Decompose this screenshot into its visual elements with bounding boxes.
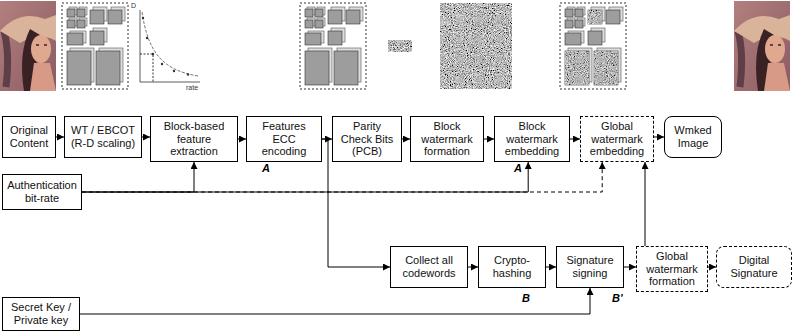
box-label: Global watermark formation	[640, 250, 704, 288]
watermarked-photo	[734, 1, 790, 91]
box-label: WT / EBCOT (R-D scaling)	[68, 124, 138, 149]
flow-arrow	[654, 137, 664, 138]
box-label: Authentication bit-rate	[6, 179, 78, 204]
flow-arrow	[402, 139, 410, 140]
input-box: Authentication bit-rate	[2, 174, 82, 210]
original-photo	[0, 1, 56, 91]
output-box: Wmked Image	[664, 116, 722, 158]
output-box: Digital Signature	[716, 246, 792, 288]
box-label: Features ECC encoding	[250, 120, 318, 158]
box-label: Collect all codewords	[394, 254, 464, 279]
path-marker: B	[522, 293, 530, 304]
flow-arrow	[468, 267, 478, 268]
flow-arrow	[484, 139, 494, 140]
box-label: Block-based feature extraction	[154, 120, 234, 158]
flow-arrow	[142, 137, 150, 138]
noise-strip	[388, 40, 412, 52]
box-label: Parity Check Bits (PCB)	[336, 120, 398, 158]
box-label: Wmked Image	[668, 124, 718, 149]
path-marker: A	[262, 163, 270, 174]
box-label: Crypto-hashing	[482, 254, 542, 279]
box-label: Original Content	[6, 124, 52, 149]
process-box: Crypto-hashing	[478, 246, 546, 288]
flow-arrow	[624, 267, 636, 268]
flow-arrow	[645, 162, 646, 246]
flow-arrow	[82, 162, 194, 192]
box-label: Block watermark embedding	[498, 120, 566, 158]
flow-arrow	[546, 267, 556, 268]
noise-pattern	[440, 3, 512, 89]
flow-arrow	[570, 139, 580, 140]
rd-curve	[140, 10, 200, 82]
optional-process-box: Global watermark formation	[636, 246, 708, 292]
process-box: Features ECC encoding	[246, 116, 322, 162]
process-box: Block watermark formation	[410, 116, 484, 162]
wavelet-blocks	[300, 3, 366, 89]
optional-process-box: Global watermark embedding	[580, 116, 654, 162]
input-box: Original Content	[2, 116, 56, 158]
input-box: Secret Key / Private key	[2, 297, 80, 331]
process-box: Block-based feature extraction	[150, 116, 238, 162]
wavelet-blocks	[62, 3, 128, 89]
watermarked-blocks	[560, 3, 626, 89]
box-label: Global watermark embedding	[584, 120, 650, 158]
axis-label: rate	[186, 84, 198, 91]
flow-arrow	[80, 288, 590, 314]
flow-arrow	[82, 162, 528, 192]
box-label: Digital Signature	[720, 254, 788, 279]
flow-arrow	[82, 162, 602, 192]
process-box: WT / EBCOT (R-D scaling)	[64, 116, 142, 158]
process-box: Block watermark embedding	[494, 116, 570, 162]
box-label: Block watermark formation	[414, 120, 480, 158]
box-label: Signature signing	[560, 254, 620, 279]
process-box: Signature signing	[556, 246, 624, 288]
path-marker: B'	[612, 293, 623, 304]
flow-arrow	[708, 267, 716, 268]
box-label: Secret Key / Private key	[6, 301, 76, 326]
path-marker: A	[514, 163, 522, 174]
flow-arrow	[238, 139, 246, 140]
process-box: Parity Check Bits (PCB)	[332, 116, 402, 162]
flow-arrow	[56, 137, 64, 138]
axis-label: D	[131, 2, 136, 9]
process-box: Collect all codewords	[390, 246, 468, 288]
